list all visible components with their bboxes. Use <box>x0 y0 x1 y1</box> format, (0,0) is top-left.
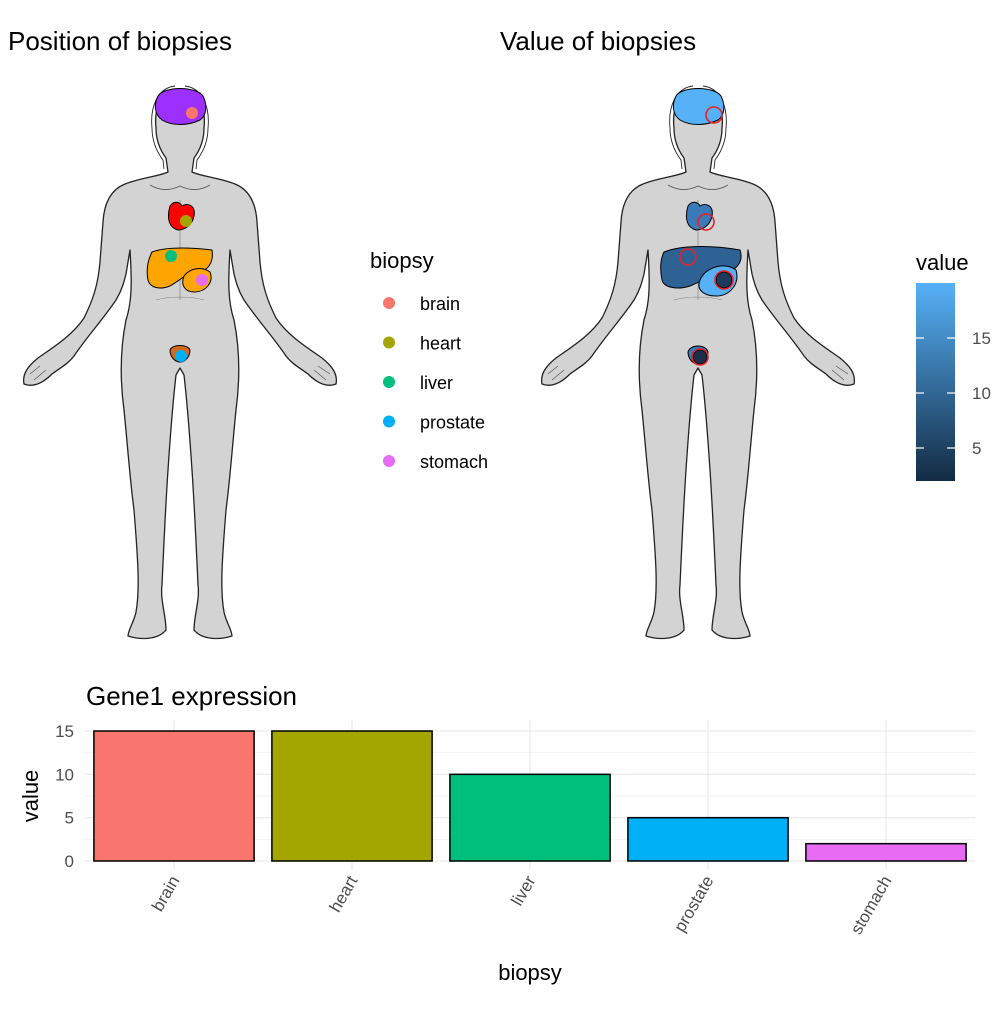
value-prostate-point <box>692 349 708 365</box>
x-tick-label-liver: liver <box>507 872 539 909</box>
legend-key-heart <box>383 336 395 349</box>
biopsy-point-heart <box>180 215 192 227</box>
bar-heart <box>271 730 433 862</box>
legend-key-brain <box>383 297 395 309</box>
colorbar-tick-label-15: 15 <box>972 329 991 348</box>
legend-label-prostate: prostate <box>420 413 485 433</box>
value-colorbar-legend: value 15 10 5 <box>916 250 991 481</box>
value-stomach-point <box>715 271 733 289</box>
value-ring-liver <box>679 248 697 266</box>
x-tick-label-brain: brain <box>148 873 183 915</box>
y-tick-label-5: 5 <box>65 809 74 828</box>
x-tick-label-prostate: prostate <box>670 873 717 936</box>
biopsy-point-stomach <box>196 274 208 286</box>
bar-chart-plot: 0 5 10 15 brain heart liver prostate stomach <box>55 720 975 938</box>
biopsy-point-prostate <box>175 350 187 362</box>
x-tick-label-stomach: stomach <box>847 873 896 938</box>
legend-key-prostate <box>383 415 395 428</box>
legend-key-stomach <box>383 455 395 467</box>
y-tick-label-15: 15 <box>55 722 74 741</box>
biopsy-legend: biopsy brain heart liver prostate stomach <box>370 248 488 472</box>
bar-chart-xlabel: biopsy <box>498 960 562 985</box>
colorbar-tick-label-5: 5 <box>972 439 981 458</box>
legend-key-liver <box>383 376 395 388</box>
value-ring-stomach <box>714 270 734 290</box>
colorbar-tick-label-10: 10 <box>972 384 991 403</box>
bar-brain <box>93 730 255 862</box>
bar-chart-ylabel: value <box>18 770 43 823</box>
value-ring-brain <box>705 106 723 124</box>
biopsy-legend-title: biopsy <box>370 248 434 273</box>
position-panel-title: Position of biopsies <box>8 26 232 56</box>
bar-liver <box>449 773 611 862</box>
biopsy-point-liver <box>165 250 177 262</box>
bar-stomach <box>805 842 967 862</box>
bar-prostate <box>627 816 789 862</box>
legend-label-liver: liver <box>420 373 453 393</box>
value-body-figure <box>540 85 856 640</box>
position-body-figure <box>22 85 338 640</box>
x-tick-label-heart: heart <box>326 872 362 915</box>
value-ring-prostate <box>691 348 709 366</box>
legend-label-brain: brain <box>420 294 460 314</box>
value-organ-brain-shape <box>672 88 725 125</box>
y-tick-label-10: 10 <box>55 765 74 784</box>
value-legend-title: value <box>916 250 969 275</box>
y-tick-label-0: 0 <box>65 852 74 871</box>
organ-brain-shape <box>154 88 207 125</box>
bar-chart-title: Gene1 expression <box>86 681 297 711</box>
value-colorbar <box>916 283 955 481</box>
legend-label-heart: heart <box>420 334 461 354</box>
value-panel-title: Value of biopsies <box>500 26 696 56</box>
legend-label-stomach: stomach <box>420 452 488 472</box>
biopsy-point-brain <box>186 107 198 119</box>
value-ring-heart <box>697 213 715 231</box>
